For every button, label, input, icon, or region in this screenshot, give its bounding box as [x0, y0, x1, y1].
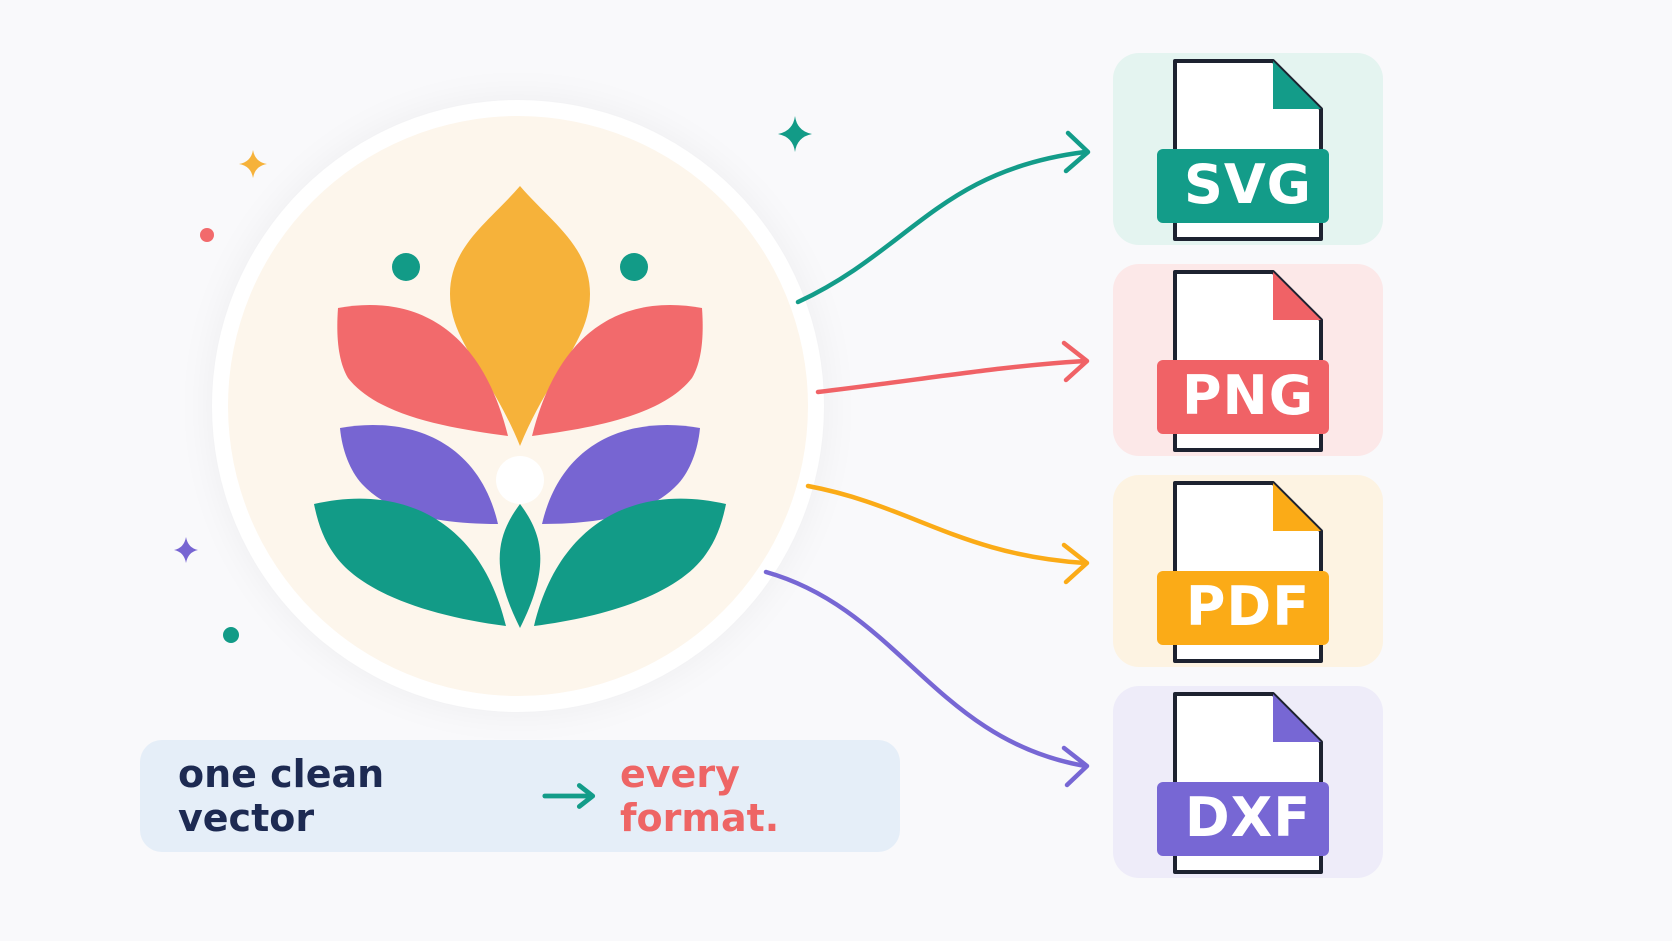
- left-teal-petal: [314, 498, 506, 626]
- right-purple-petal: [542, 424, 700, 524]
- top-petal: [450, 186, 590, 446]
- format-label: PDF: [1185, 575, 1311, 638]
- svg-connector: [795, 130, 1091, 305]
- file-card-svg: SVG: [1113, 53, 1383, 245]
- pdf-connector: [805, 483, 1090, 585]
- file-corner: [1273, 694, 1321, 742]
- caption-banner: one clean vector every format.: [140, 740, 900, 852]
- dot-icon: [200, 228, 214, 242]
- file-band: [1157, 360, 1329, 434]
- file-card-png: PNG: [1113, 264, 1383, 456]
- dot-icon: [223, 627, 239, 643]
- dxf-connector: [763, 569, 1090, 788]
- caption-right-text: every format.: [620, 752, 780, 840]
- file-icon: [1157, 59, 1329, 241]
- center-teal-petal: [499, 504, 541, 628]
- right-dot: [620, 253, 648, 281]
- caption-left-text: one clean vector: [178, 752, 385, 840]
- right-teal-petal: [534, 498, 726, 626]
- file-card-pdf: PDF: [1113, 475, 1383, 667]
- file-corner: [1273, 483, 1321, 531]
- file-corner: [1273, 272, 1321, 320]
- lotus-logo: [314, 186, 726, 628]
- file-icon: [1157, 481, 1329, 663]
- file-band: [1157, 782, 1329, 856]
- sparkle-icon: [778, 116, 812, 152]
- sparkle-icon: [239, 150, 267, 178]
- file-icon: [1157, 692, 1329, 874]
- file-corner: [1273, 61, 1321, 109]
- right-arrow-icon: [541, 783, 595, 809]
- file-band: [1157, 149, 1329, 223]
- left-dot: [392, 253, 420, 281]
- format-label: DXF: [1184, 786, 1312, 849]
- format-label: SVG: [1183, 153, 1312, 216]
- file-band: [1157, 571, 1329, 645]
- sparkle-icon: [174, 537, 198, 563]
- right-coral-petal: [532, 304, 703, 436]
- file-icon: [1157, 270, 1329, 452]
- file-card-dxf: DXF: [1113, 686, 1383, 878]
- format-label: PNG: [1181, 364, 1315, 427]
- png-connector: [815, 340, 1090, 395]
- left-purple-petal: [340, 424, 498, 524]
- left-coral-petal: [337, 304, 508, 436]
- center-dot: [496, 456, 544, 504]
